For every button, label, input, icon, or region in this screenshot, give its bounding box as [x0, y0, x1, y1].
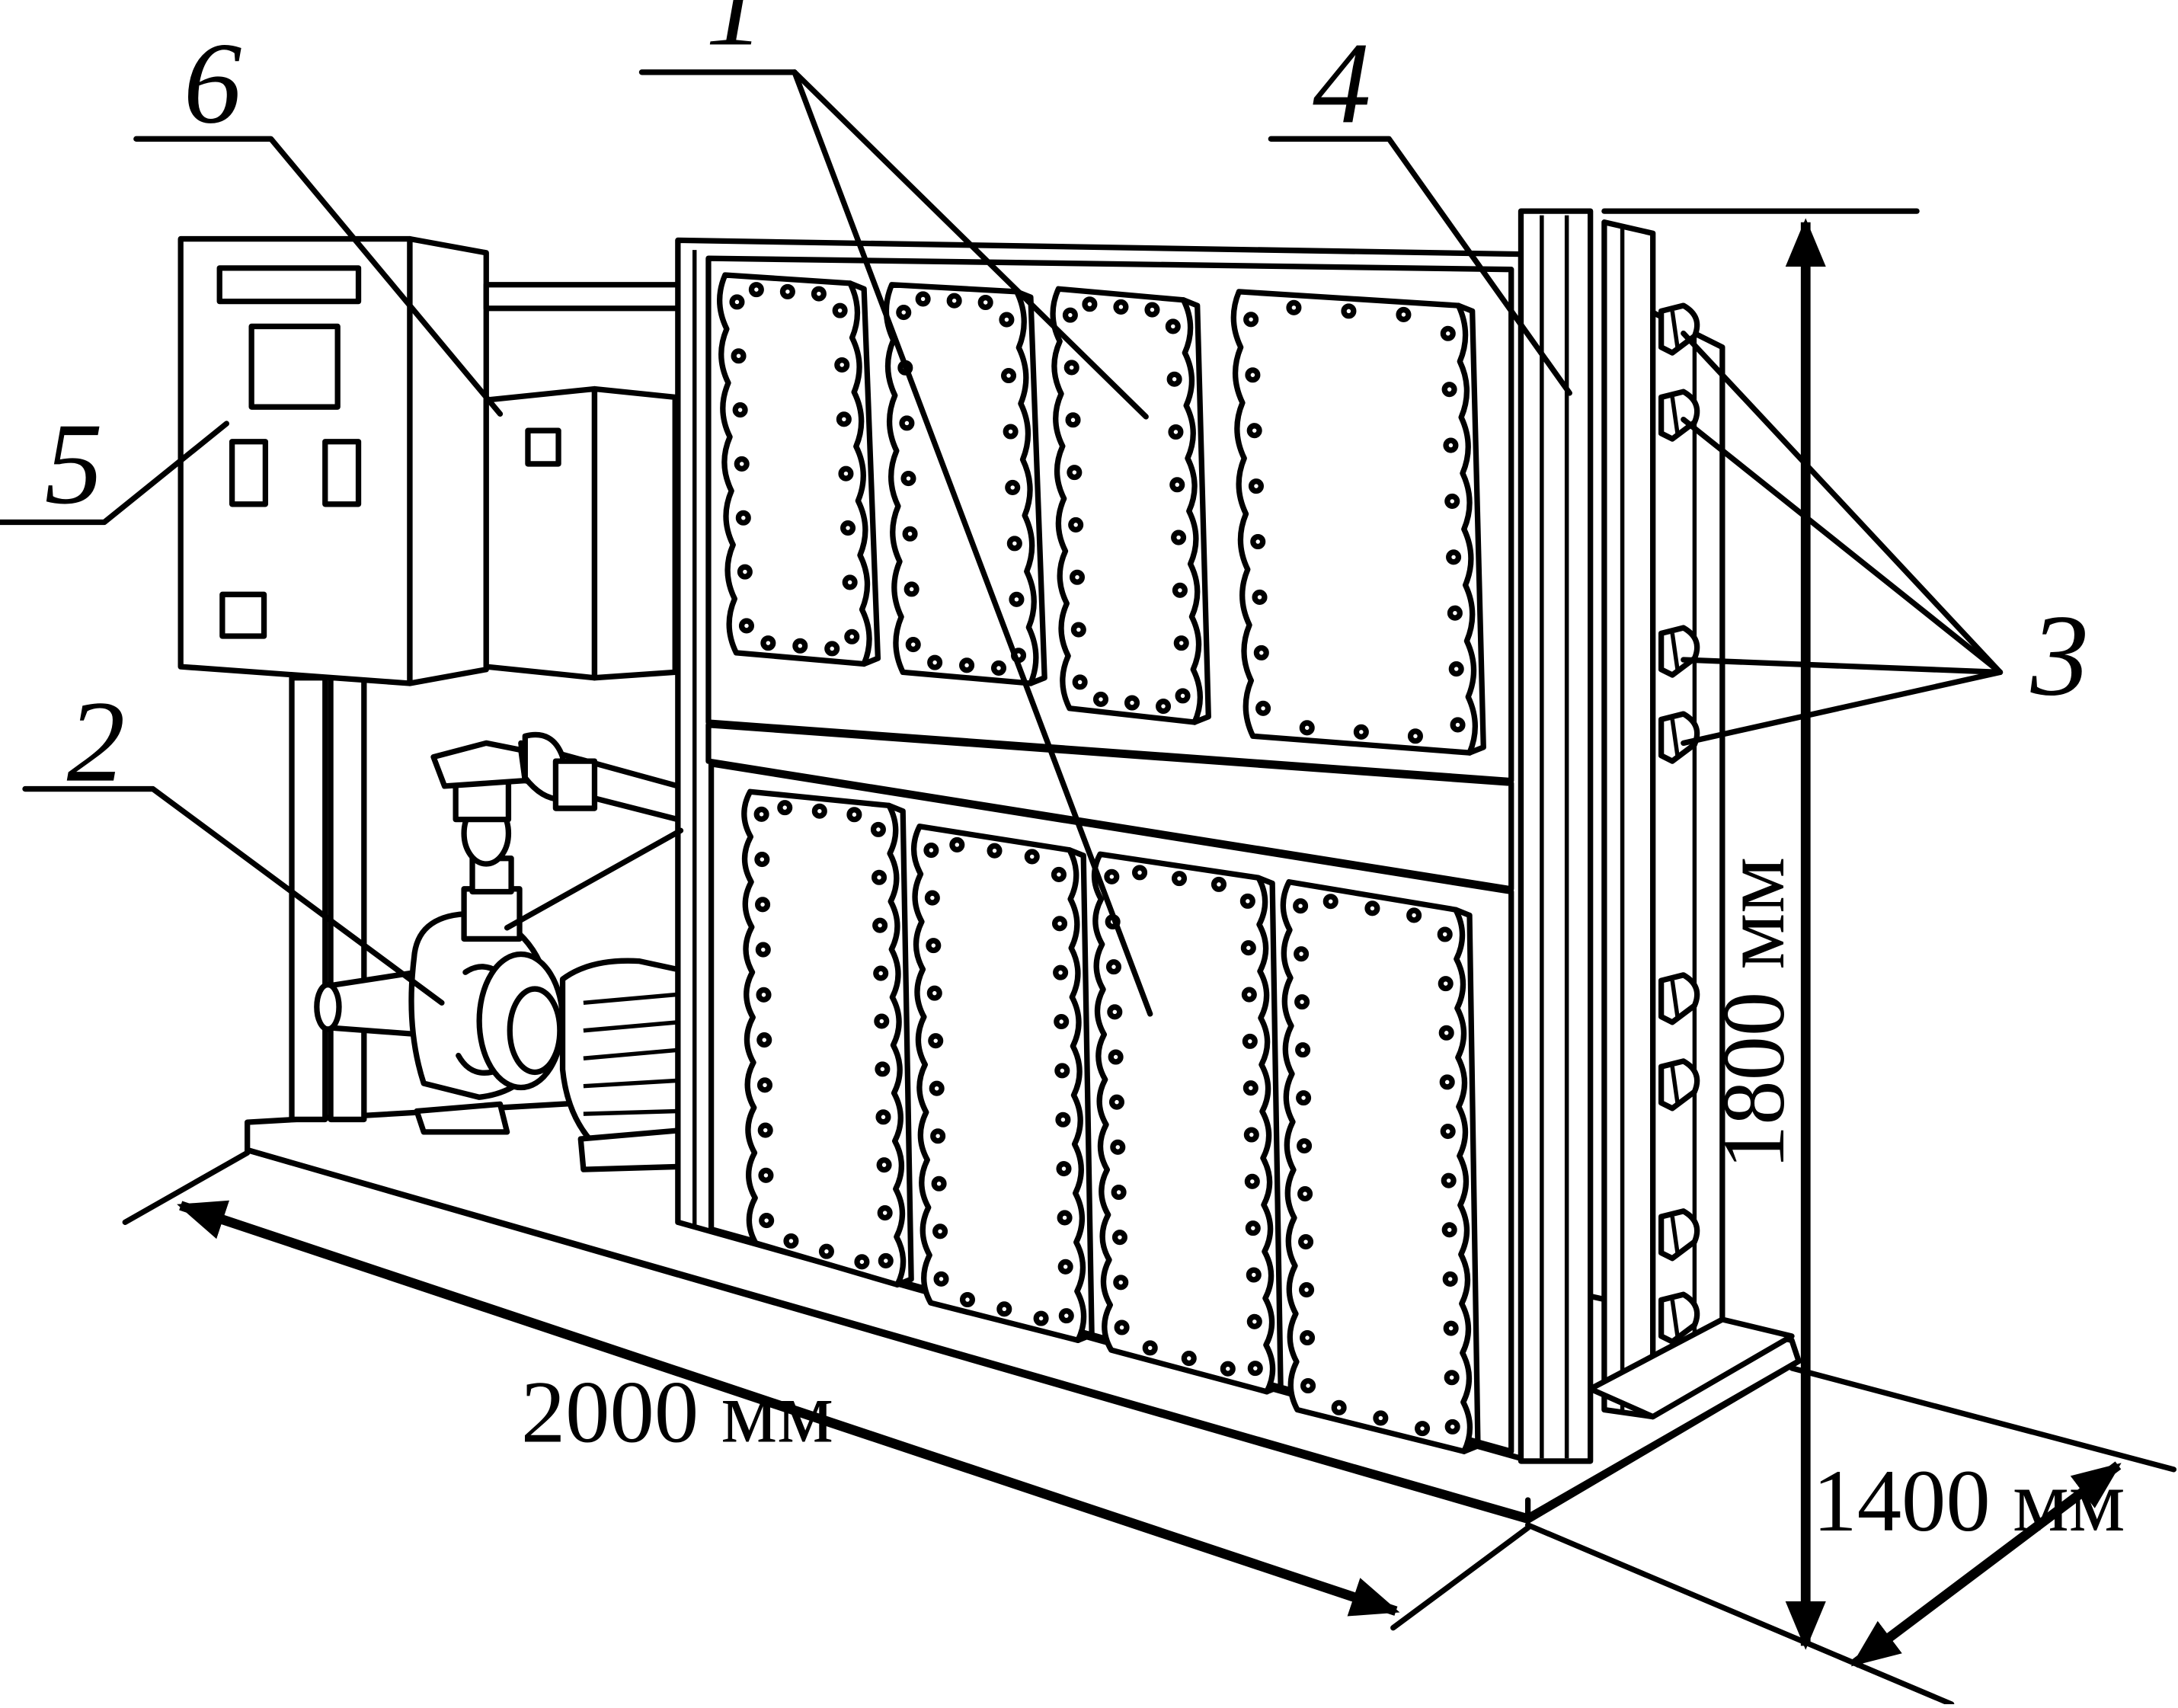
nozzle-4 — [1658, 711, 1700, 764]
nozzle-2 — [1658, 389, 1700, 442]
label-6: 6 — [184, 19, 242, 148]
leader-lines — [0, 69, 2004, 1017]
plate-upper-1 — [717, 272, 881, 667]
plate-lower-1 — [741, 788, 914, 1288]
label-3: 3 — [2030, 592, 2090, 721]
nozzle-3 — [1658, 625, 1700, 678]
label-4: 4 — [1313, 19, 1371, 148]
control-cabinet — [178, 235, 489, 686]
nozzle-8 — [1658, 1291, 1700, 1345]
dimension-depth: 1400 мм — [1812, 1452, 2125, 1550]
nozzle-5 — [1658, 972, 1700, 1025]
dimension-length: 2000 мм — [521, 1363, 833, 1461]
label-1: 1 — [705, 0, 764, 70]
label-5: 5 — [44, 400, 103, 529]
dimension-lines — [122, 208, 2177, 1707]
dimension-height: 1800 мм — [1705, 857, 1803, 1169]
nozzle-7 — [1658, 1208, 1700, 1262]
plate-upper-2 — [883, 282, 1047, 686]
nozzle-6 — [1658, 1058, 1700, 1111]
side-columns — [1518, 208, 1795, 1464]
flange-nozzles — [1658, 302, 1700, 1345]
plate-lower-4 — [1280, 879, 1481, 1454]
label-2: 2 — [67, 678, 126, 807]
converter-box — [483, 282, 681, 681]
plate-lower-2 — [910, 824, 1095, 1343]
plate-upper-3 — [1050, 286, 1211, 725]
plate-upper-4 — [1230, 289, 1486, 756]
pump-unit — [314, 731, 684, 1172]
